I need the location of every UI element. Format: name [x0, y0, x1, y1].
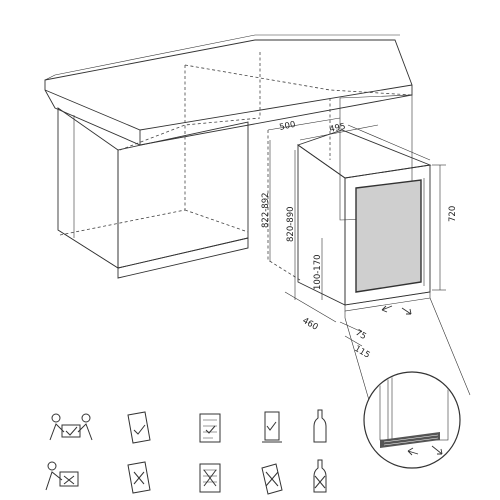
manual-check-icon [127, 411, 151, 444]
zoom-detail [363, 371, 461, 469]
zoom-arrow-out-icon [431, 445, 443, 455]
dim-plinth-recess: 75 [354, 328, 368, 342]
dim-niche-width: 500 [279, 120, 297, 133]
niche-outline [59, 52, 413, 281]
dim-appliance-width: 495 [329, 122, 347, 135]
dim-appliance-height: 720 [448, 206, 458, 222]
base-cabinet [57, 107, 249, 279]
tilted-cross-icon [261, 463, 283, 495]
dim-depth: 460 [301, 316, 320, 333]
dim-appliance-height-adjustable: 820-890 [286, 206, 296, 242]
dim-plinth-height: 100-170 [313, 254, 323, 290]
dim-niche-height: 822-892 [261, 192, 271, 228]
pictograms-not [45, 459, 327, 495]
zoom-arrow-in-icon [407, 447, 419, 456]
checklist-cross-icon [199, 463, 221, 493]
two-person-lift-ok-icon [49, 413, 93, 441]
airflow-arrows [381, 305, 412, 315]
arrow-out-icon [401, 307, 412, 315]
upright-check-icon [262, 411, 282, 443]
checklist-icon [199, 413, 221, 443]
pictograms-ok [49, 409, 327, 444]
appliance [297, 129, 432, 318]
glass-door [355, 179, 422, 293]
dimension-lines [267, 117, 471, 456]
bottle-icon [313, 409, 327, 443]
one-person-lift-no-icon [45, 461, 79, 491]
dim-plinth-offset: 115 [353, 344, 372, 361]
bottle-cross-icon [313, 459, 327, 493]
arrow-in-icon [381, 305, 393, 313]
manual-cross-icon [127, 461, 151, 494]
